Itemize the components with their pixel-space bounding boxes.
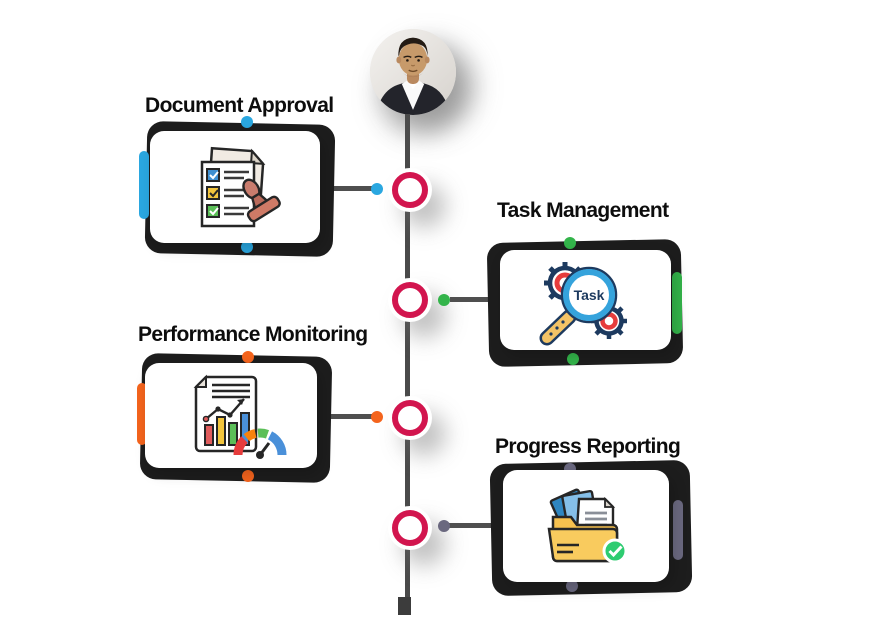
- accent-dot-bottom-2: [567, 353, 579, 365]
- profile-photo-man-icon: [370, 29, 456, 115]
- accent-dot-bottom-1: [241, 241, 253, 253]
- connector-line-3: [330, 414, 374, 419]
- step-card-3: [145, 363, 317, 468]
- step-title-4: Progress Reporting: [495, 435, 681, 458]
- timeline-node-1: [388, 168, 432, 212]
- analytics-report-gauge-icon: [193, 374, 287, 459]
- accent-dot-bottom-3: [242, 470, 254, 482]
- accent-bar-3: [137, 383, 147, 445]
- accent-bar-2: [672, 272, 682, 334]
- folder-documents-check-icon: [547, 488, 628, 564]
- timeline-line: [405, 114, 410, 602]
- profile-photo: [370, 29, 456, 115]
- accent-dot-top-3: [242, 351, 254, 363]
- connector-line-4: [448, 523, 500, 528]
- connector-dot-2: [438, 294, 450, 306]
- task-label: Task: [573, 287, 604, 303]
- timeline-node-4: [388, 506, 432, 550]
- step-title-3: Performance Monitoring: [138, 323, 368, 346]
- timeline-node-2: [388, 278, 432, 322]
- connector-dot-1: [371, 183, 383, 195]
- connector-dot-4: [438, 520, 450, 532]
- step-title-2: Task Management: [497, 199, 669, 222]
- accent-bar-1: [139, 151, 149, 219]
- approval-checklist-stamp-icon: [200, 146, 281, 228]
- connector-line-1: [322, 186, 374, 191]
- step-title-1: Document Approval: [145, 94, 334, 117]
- accent-bar-4: [673, 500, 683, 560]
- connector-dot-3: [371, 411, 383, 423]
- timeline-node-3: [388, 396, 432, 440]
- timeline-end-cap: [398, 597, 411, 615]
- step-card-2: Task: [500, 250, 671, 350]
- step-card-4: [503, 470, 669, 582]
- task-search-gears-icon: Task: [539, 262, 627, 346]
- accent-dot-bottom-4: [566, 580, 578, 592]
- accent-dot-top-2: [564, 237, 576, 249]
- connector-line-2: [450, 297, 500, 302]
- step-card-1: [150, 131, 320, 243]
- accent-dot-top-1: [241, 116, 253, 128]
